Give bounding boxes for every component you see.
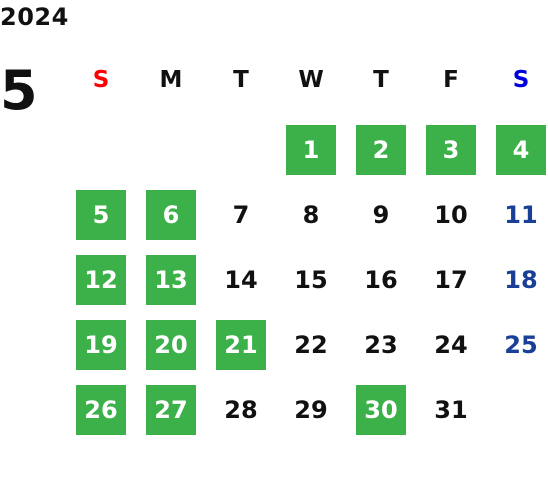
day-cell[interactable]: 22 <box>294 331 328 359</box>
day-cell[interactable]: 28 <box>224 396 258 424</box>
day-cell-highlighted[interactable]: 3 <box>426 125 476 175</box>
day-cell-highlighted[interactable]: 19 <box>76 320 126 370</box>
weekday-tue: T <box>233 67 249 93</box>
day-cell-highlighted[interactable]: 6 <box>146 190 196 240</box>
day-cell-highlighted[interactable]: 26 <box>76 385 126 435</box>
week-row: 12 13 14 15 16 17 18 <box>66 255 548 305</box>
day-cell-highlighted[interactable]: 20 <box>146 320 196 370</box>
day-cell[interactable]: 9 <box>372 201 390 229</box>
calendar-grid: S M T W T F S 1 2 3 4 5 6 7 8 9 10 11 12… <box>66 60 548 450</box>
day-cell[interactable]: 14 <box>224 266 258 294</box>
day-cell[interactable]: 8 <box>302 201 320 229</box>
weekday-sun: S <box>92 67 110 93</box>
weekday-header-row: S M T W T F S <box>66 60 548 100</box>
day-cell-highlighted[interactable]: 30 <box>356 385 406 435</box>
day-cell-highlighted[interactable]: 21 <box>216 320 266 370</box>
day-cell-highlighted[interactable]: 12 <box>76 255 126 305</box>
day-cell[interactable]: 24 <box>434 331 468 359</box>
weekday-sat: S <box>512 67 530 93</box>
day-cell-highlighted[interactable]: 27 <box>146 385 196 435</box>
week-row: 5 6 7 8 9 10 11 <box>66 190 548 240</box>
weekday-thu: T <box>373 67 389 93</box>
day-cell[interactable]: 11 <box>504 201 538 229</box>
week-row: 19 20 21 22 23 24 25 <box>66 320 548 370</box>
weeks-container: 1 2 3 4 5 6 7 8 9 10 11 12 13 14 15 16 1… <box>66 125 548 435</box>
day-cell[interactable]: 23 <box>364 331 398 359</box>
day-cell-highlighted[interactable]: 4 <box>496 125 546 175</box>
day-cell[interactable]: 10 <box>434 201 468 229</box>
weekday-fri: F <box>443 67 459 93</box>
day-cell-highlighted[interactable]: 2 <box>356 125 406 175</box>
day-cell[interactable]: 18 <box>504 266 538 294</box>
month-label: 5 <box>0 59 38 122</box>
day-cell[interactable]: 15 <box>294 266 328 294</box>
weekday-mon: M <box>159 67 183 93</box>
day-cell[interactable]: 31 <box>434 396 468 424</box>
day-cell-highlighted[interactable]: 1 <box>286 125 336 175</box>
day-cell[interactable]: 25 <box>504 331 538 359</box>
day-cell[interactable]: 7 <box>232 201 250 229</box>
day-cell-highlighted[interactable]: 5 <box>76 190 126 240</box>
day-cell[interactable]: 16 <box>364 266 398 294</box>
week-row: 26 27 28 29 30 31 <box>66 385 548 435</box>
week-row: 1 2 3 4 <box>66 125 548 175</box>
weekday-wed: W <box>298 67 324 93</box>
day-cell[interactable]: 17 <box>434 266 468 294</box>
year-label: 2024 <box>0 3 69 31</box>
day-cell-highlighted[interactable]: 13 <box>146 255 196 305</box>
day-cell[interactable]: 29 <box>294 396 328 424</box>
